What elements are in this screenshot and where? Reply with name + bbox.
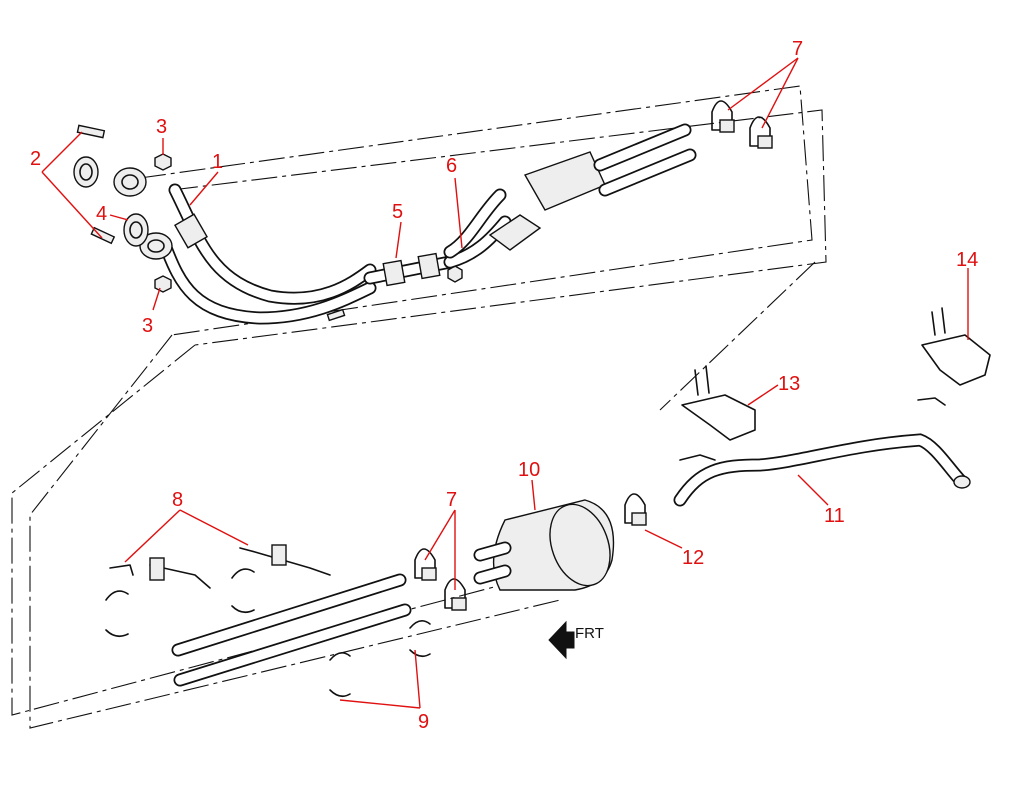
callout-7-lower: 7 <box>446 489 457 511</box>
muffler <box>473 499 615 591</box>
callout-11: 11 <box>824 505 845 527</box>
hanger-insulators <box>329 620 431 698</box>
callout-8: 8 <box>172 489 183 511</box>
callout-2: 2 <box>30 148 41 170</box>
callout-1: 1 <box>212 151 223 173</box>
manifold-flange-upper <box>73 156 147 197</box>
callout-13: 13 <box>778 373 800 395</box>
clamps-lower <box>414 548 467 611</box>
front-direction-indicator: FRT <box>548 620 604 660</box>
tail-pipe <box>673 433 971 507</box>
catalytic-converter-pipe <box>443 123 697 269</box>
callout-labels: 1 2 3 3 4 5 6 7 7 8 9 10 11 12 13 14 <box>30 38 978 733</box>
direction-label: FRT <box>575 625 604 642</box>
callout-5: 5 <box>392 201 403 223</box>
callout-4: 4 <box>96 203 107 225</box>
front-exhaust-pipe <box>158 183 377 325</box>
frame-upper-section <box>139 85 827 346</box>
tail-hanger-front <box>679 365 756 461</box>
frame-lower-section <box>11 261 816 729</box>
callout-leaders <box>41 57 969 709</box>
manifold-flange-lower <box>123 213 173 260</box>
front-direction-arrow-icon <box>548 620 575 660</box>
tail-hanger-rear <box>917 307 991 406</box>
callout-10: 10 <box>518 459 540 481</box>
hangers-left <box>105 544 331 638</box>
callout-7-upper: 7 <box>792 38 803 60</box>
intermediate-pipes <box>171 573 412 687</box>
callout-3-lower: 3 <box>142 315 153 337</box>
connecting-clamp <box>326 252 463 322</box>
callout-9: 9 <box>418 711 429 733</box>
callout-14: 14 <box>956 249 978 271</box>
callout-3-upper: 3 <box>156 116 167 138</box>
callout-12: 12 <box>682 547 704 569</box>
tail-clamp <box>624 493 647 526</box>
clamps-upper <box>711 100 773 149</box>
flange-nuts <box>154 153 172 293</box>
callout-6: 6 <box>446 155 457 177</box>
